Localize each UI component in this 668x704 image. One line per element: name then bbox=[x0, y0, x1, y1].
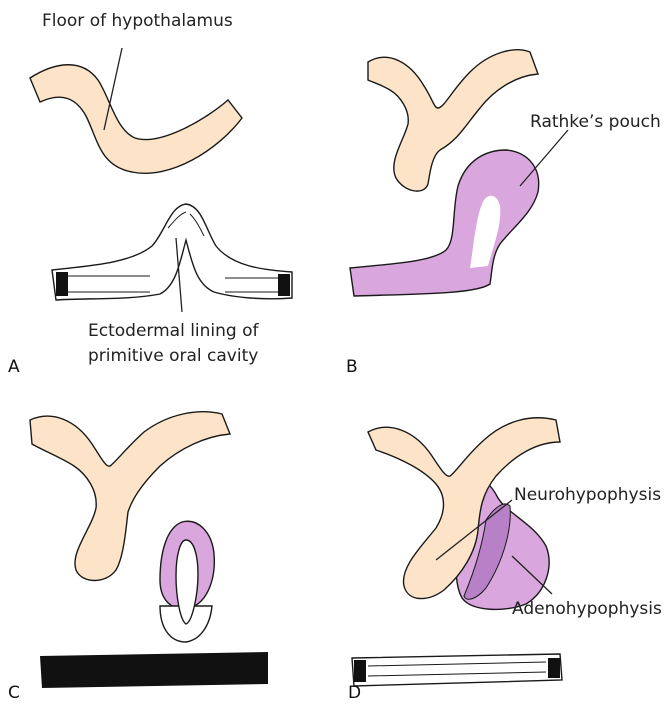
panel-a: Floor of hypothalamus Ectodermal lining … bbox=[8, 11, 292, 377]
hypothalamus-floor-band bbox=[30, 65, 242, 174]
label-ectodermal-line1: Ectodermal lining of bbox=[88, 321, 260, 341]
label-floor-of-hypothalamus: Floor of hypothalamus bbox=[42, 11, 233, 31]
band-end-left-d bbox=[354, 660, 366, 682]
label-neurohypophysis: Neurohypophysis bbox=[514, 485, 661, 505]
oral-ectoderm-band-d bbox=[352, 654, 562, 686]
panel-d: Neurohypophysis Adenohypophysis D bbox=[348, 418, 662, 703]
panel-letter-d: D bbox=[348, 683, 361, 703]
ectodermal-end-right bbox=[278, 274, 290, 296]
panel-letter-c: C bbox=[8, 683, 20, 703]
panel-c: C bbox=[8, 412, 268, 703]
panel-letter-a: A bbox=[8, 357, 20, 377]
ectodermal-end-left bbox=[56, 272, 68, 296]
label-rathkes-pouch: Rathke’s pouch bbox=[530, 112, 661, 132]
oral-ectoderm-band-c bbox=[40, 652, 268, 688]
label-ectodermal-line2: primitive oral cavity bbox=[88, 346, 258, 366]
rathkes-pouch bbox=[350, 150, 539, 296]
ectodermal-lining bbox=[52, 204, 292, 300]
panel-b: Rathke’s pouch B bbox=[346, 50, 661, 377]
band-end-right-d bbox=[548, 658, 560, 678]
panel-letter-b: B bbox=[346, 357, 358, 377]
label-adenohypophysis: Adenohypophysis bbox=[512, 599, 662, 619]
